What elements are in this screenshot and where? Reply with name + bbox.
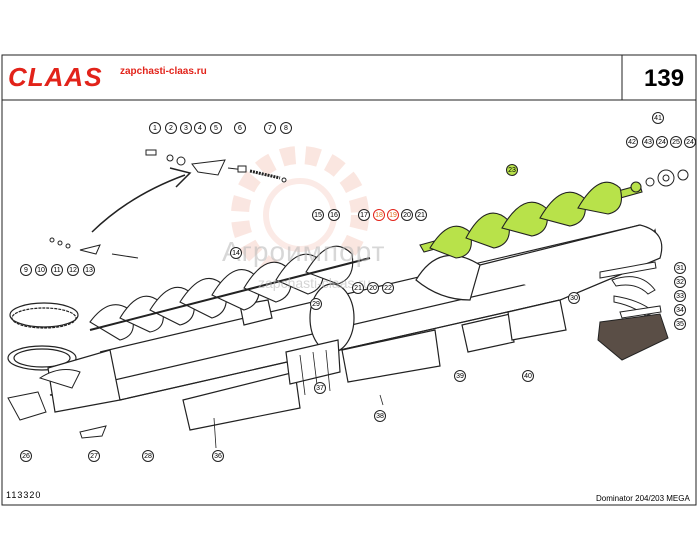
callout-38[interactable]: 38 — [374, 410, 386, 422]
callout-24[interactable]: 24 — [684, 136, 696, 148]
site-link[interactable]: zapchasti-claas.ru — [120, 66, 207, 77]
callout-28[interactable]: 28 — [142, 450, 154, 462]
callout-35[interactable]: 35 — [674, 318, 686, 330]
callout-7[interactable]: 7 — [264, 122, 276, 134]
callout-22[interactable]: 22 — [382, 282, 394, 294]
callout-5[interactable]: 5 — [210, 122, 222, 134]
callout-2[interactable]: 2 — [165, 122, 177, 134]
callout-9[interactable]: 9 — [20, 264, 32, 276]
callout-37[interactable]: 37 — [314, 382, 326, 394]
watermark-site: zapchasti-claas.ru — [258, 275, 371, 291]
callout-43[interactable]: 43 — [642, 136, 654, 148]
callout-21[interactable]: 21 — [352, 282, 364, 294]
callout-20[interactable]: 20 — [367, 282, 379, 294]
callout-20[interactable]: 20 — [401, 209, 413, 221]
callout-34[interactable]: 34 — [674, 304, 686, 316]
callout-23[interactable]: 23 — [506, 164, 518, 176]
callout-31[interactable]: 31 — [674, 262, 686, 274]
callout-18[interactable]: 18 — [373, 209, 385, 221]
callout-13[interactable]: 13 — [83, 264, 95, 276]
auger-flights-left — [89, 245, 371, 341]
model-name: Dominator 204/203 MEGA — [596, 494, 690, 503]
callout-41[interactable]: 41 — [652, 112, 664, 124]
callout-27[interactable]: 27 — [88, 450, 100, 462]
callout-25[interactable]: 25 — [670, 136, 682, 148]
callout-33[interactable]: 33 — [674, 290, 686, 302]
auger-tube — [47, 224, 663, 431]
callout-10[interactable]: 10 — [35, 264, 47, 276]
callout-39[interactable]: 39 — [454, 370, 466, 382]
callout-16[interactable]: 16 — [328, 209, 340, 221]
highlighted-auger-23 — [419, 181, 643, 259]
callout-29[interactable]: 29 — [310, 298, 322, 310]
callout-21[interactable]: 21 — [415, 209, 427, 221]
watermark-main: Агроимпорт — [222, 236, 386, 267]
callout-6[interactable]: 6 — [234, 122, 246, 134]
callout-8[interactable]: 8 — [280, 122, 292, 134]
drawing-id: 113320 — [6, 490, 42, 500]
callout-11[interactable]: 11 — [51, 264, 63, 276]
callout-14[interactable]: 14 — [230, 247, 242, 259]
claas-logo: CLAAS — [8, 62, 103, 92]
detail-hardware — [49, 149, 287, 259]
page-number: 139 — [644, 65, 685, 92]
callout-32[interactable]: 32 — [674, 276, 686, 288]
left-ring-clamps — [7, 302, 79, 371]
callout-12[interactable]: 12 — [67, 264, 79, 276]
detail-arrow — [91, 167, 192, 233]
callout-4[interactable]: 4 — [194, 122, 206, 134]
callout-19[interactable]: 19 — [387, 209, 399, 221]
callout-15[interactable]: 15 — [312, 209, 324, 221]
right-end-hardware — [7, 169, 689, 439]
callout-42[interactable]: 42 — [626, 136, 638, 148]
sheet-frame — [1, 54, 697, 506]
callout-3[interactable]: 3 — [180, 122, 192, 134]
callout-24[interactable]: 24 — [656, 136, 668, 148]
callout-1[interactable]: 1 — [149, 122, 161, 134]
callout-26[interactable]: 26 — [20, 450, 32, 462]
callout-40[interactable]: 40 — [522, 370, 534, 382]
callout-30[interactable]: 30 — [568, 292, 580, 304]
callout-36[interactable]: 36 — [212, 450, 224, 462]
callout-17[interactable]: 17 — [358, 209, 370, 221]
